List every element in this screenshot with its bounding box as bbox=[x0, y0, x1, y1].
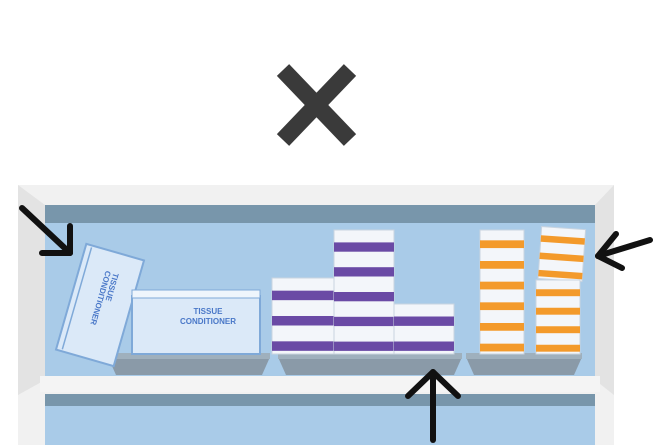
lower-compartment-top bbox=[45, 394, 595, 406]
orange-box bbox=[479, 229, 525, 355]
flat-box: TISSUE CONDITIONER bbox=[131, 289, 261, 355]
tray bbox=[466, 357, 582, 375]
flat-box-label: TISSUE bbox=[194, 307, 224, 316]
purple-box bbox=[393, 303, 455, 355]
orange-box-tilted-stack bbox=[537, 226, 587, 283]
purple-box-stacks bbox=[271, 229, 455, 355]
arrow-bottom-icon bbox=[405, 369, 461, 443]
tray bbox=[278, 353, 462, 359]
tray bbox=[466, 353, 582, 359]
orange-box bbox=[535, 279, 581, 355]
arrow-top-left-icon bbox=[19, 205, 73, 256]
shelf-top-edge bbox=[45, 205, 595, 223]
tray bbox=[108, 353, 270, 359]
tray bbox=[108, 357, 270, 375]
orange-box-stacks bbox=[479, 226, 587, 355]
x-mark-icon bbox=[276, 64, 357, 146]
purple-box bbox=[333, 229, 395, 355]
tray bbox=[278, 357, 462, 375]
flat-box-label-2: CONDITIONER bbox=[180, 317, 236, 326]
shelf-board bbox=[40, 376, 600, 392]
tilted-box: TISSUE CONDITIONER bbox=[54, 242, 146, 368]
arrow-right-icon bbox=[595, 231, 653, 271]
purple-box bbox=[271, 277, 335, 355]
shelf-left-side bbox=[18, 185, 45, 395]
orange-box bbox=[537, 226, 587, 283]
shelf-right-side bbox=[595, 185, 614, 395]
